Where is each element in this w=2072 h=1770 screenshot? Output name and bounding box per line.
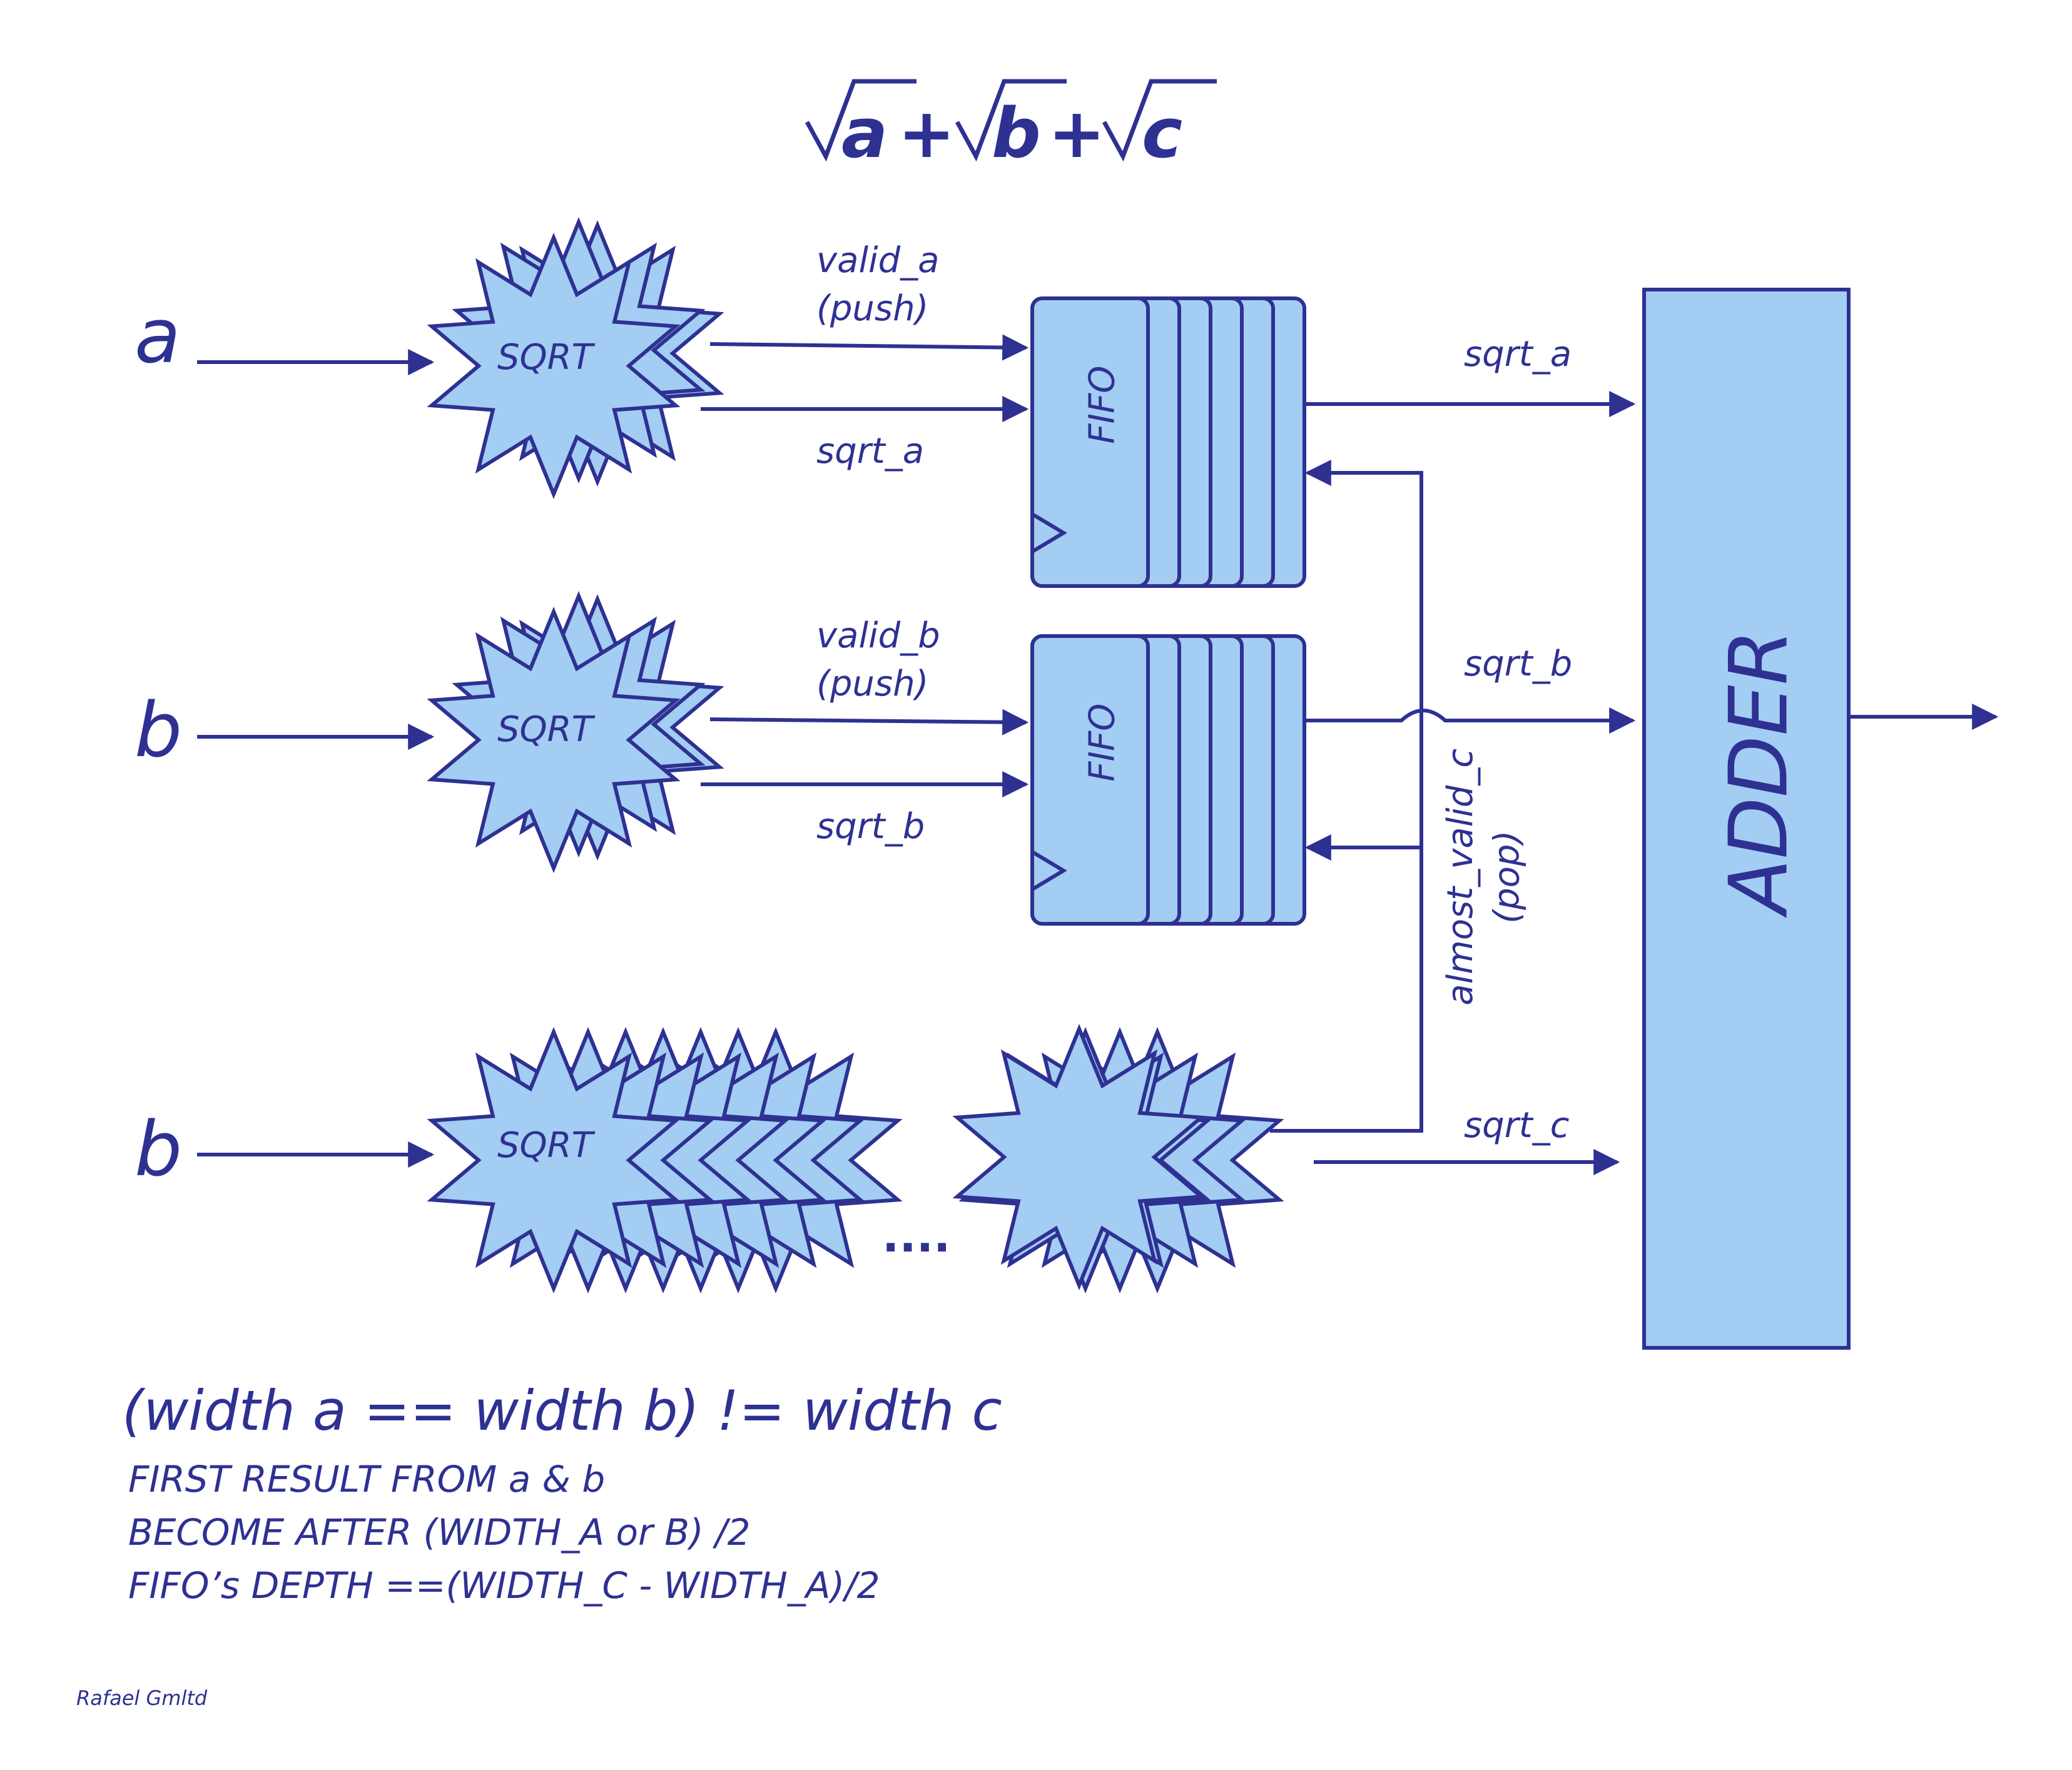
note-line-3: FIFO’s DEPTH ==(WIDTH_C - WIDTH_A)/2 bbox=[128, 1564, 880, 1607]
sqrt-star-c-front bbox=[427, 1027, 681, 1293]
sqrt-b-out-label: sqrt_b bbox=[1464, 644, 1573, 684]
sqrt-b-in-label: sqrt_b bbox=[816, 806, 925, 847]
push-b-label: (push) bbox=[816, 664, 929, 704]
fifo-a-clock-marker bbox=[1031, 512, 1067, 554]
valid-a-label: valid_a bbox=[816, 240, 940, 281]
input-a-label: a bbox=[135, 293, 181, 380]
pop-label: (pop) bbox=[1486, 830, 1528, 924]
sqrt-c-out-label: sqrt_c bbox=[1464, 1105, 1570, 1146]
width-equation: (width a == width b) != width c bbox=[122, 1378, 1002, 1443]
note-line-1: FIRST RESULT FROM a & b bbox=[128, 1458, 606, 1500]
input-b2-label: b bbox=[135, 1106, 183, 1193]
adder-label: ADDER bbox=[1712, 629, 1806, 914]
author-credit: Rafael Gmltd bbox=[76, 1686, 208, 1710]
fifo-a-front bbox=[1030, 296, 1150, 588]
sqrt-label-c: SQRT bbox=[497, 1125, 593, 1166]
almost-valid-c-label: almost_valid_c bbox=[1440, 748, 1481, 1006]
input-b1-label: b bbox=[135, 687, 183, 774]
fifo-label-b: FIFO bbox=[1082, 703, 1123, 782]
fifo-b-clock-marker bbox=[1031, 850, 1067, 891]
sqrt-a-in-label: sqrt_a bbox=[816, 431, 925, 472]
push-a-label: (push) bbox=[816, 288, 929, 329]
sqrt-star-a-3 bbox=[427, 233, 681, 499]
fifo-a bbox=[1030, 296, 1306, 588]
fifo-b-front bbox=[1030, 634, 1150, 926]
title-radicals bbox=[805, 79, 1217, 162]
fifo-b bbox=[1030, 634, 1306, 926]
title-plus-1: + bbox=[898, 93, 956, 173]
title-a: a bbox=[841, 93, 888, 173]
fifo-label-a: FIFO bbox=[1082, 365, 1123, 444]
adder-block bbox=[1642, 288, 1851, 1350]
note-line-2: BECOME AFTER (WIDTH_A or B) /2 bbox=[128, 1511, 751, 1554]
almost-valid-c-wire bbox=[1270, 460, 1423, 1133]
sqrt-pipeline-c bbox=[427, 1024, 1284, 1293]
pipeline-ellipsis: .... bbox=[882, 1210, 951, 1262]
sqrt-label-a: SQRT bbox=[497, 337, 593, 378]
valid-b-label: valid_b bbox=[816, 615, 940, 656]
sqrt-b-out-wire bbox=[1304, 707, 1636, 734]
sqrt-star-b-3 bbox=[427, 607, 681, 873]
valid-a-wire bbox=[709, 334, 1029, 361]
sqrt-a-out-label: sqrt_a bbox=[1464, 334, 1572, 375]
title-c: c bbox=[1142, 93, 1183, 173]
sqrt-star-c-tail-front bbox=[952, 1024, 1206, 1290]
sqrt-unit-b bbox=[427, 591, 724, 873]
wires bbox=[197, 334, 1999, 1175]
sqrt-label-b: SQRT bbox=[497, 709, 593, 750]
sqrt-unit-a bbox=[427, 217, 724, 499]
title-plus-2: + bbox=[1048, 93, 1106, 173]
title-b: b bbox=[992, 93, 1041, 173]
valid-b-wire bbox=[709, 709, 1029, 736]
